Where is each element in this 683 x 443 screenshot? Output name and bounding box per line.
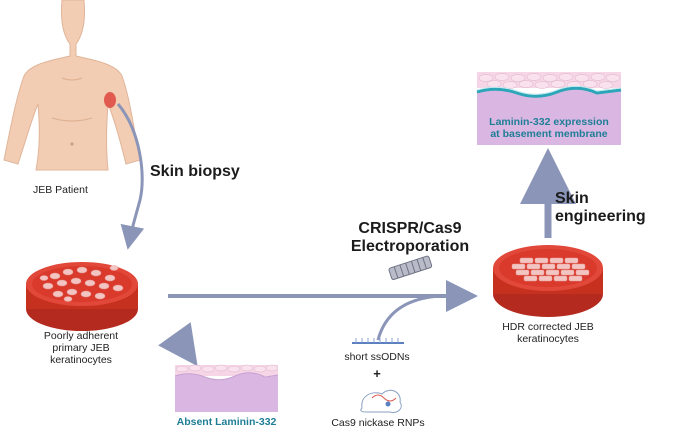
electroporation-cuvette-icon bbox=[388, 255, 433, 280]
petri-dish-left bbox=[26, 262, 138, 331]
rnp-label: Cas9 nickase RNPs bbox=[331, 417, 425, 429]
absent-laminin-label: Absent Laminin-332 bbox=[176, 416, 277, 428]
plus-sign: + bbox=[373, 366, 381, 381]
engineering-label: Skin engineering bbox=[555, 190, 646, 226]
left-dish-label: Poorly adherent primary JEB keratinocyte… bbox=[22, 330, 140, 366]
cas9-rnp-icon bbox=[360, 389, 402, 413]
ssodn-merge-arrow bbox=[376, 294, 441, 341]
crispr-label-line2: Electroporation bbox=[350, 238, 470, 256]
right-dish-label: HDR corrected JEB keratinocytes bbox=[488, 321, 608, 345]
laminin-label: Laminin-332 expression at basement membr… bbox=[477, 116, 621, 140]
arrow-to-absent-tissue bbox=[158, 322, 198, 367]
patient-figure bbox=[3, 0, 141, 171]
tissue-laminin-expression bbox=[476, 72, 622, 145]
biopsy-site-icon bbox=[104, 92, 116, 108]
crispr-label-line1: CRISPR/Cas9 bbox=[358, 220, 462, 237]
petri-dish-right bbox=[493, 245, 603, 317]
left-dish-label-line2: primary JEB bbox=[52, 342, 110, 355]
ssodn-label: short ssODNs bbox=[344, 351, 410, 363]
patient-label: JEB Patient bbox=[33, 184, 88, 196]
tissue-absent-laminin bbox=[174, 364, 279, 412]
laminin-label-line2: at basement membrane bbox=[490, 128, 608, 141]
laminin-label-line1: Laminin-332 expression bbox=[489, 116, 609, 128]
right-dish-label-line1: HDR corrected JEB bbox=[502, 321, 594, 333]
left-dish-label-line3: keratinocytes bbox=[50, 354, 112, 367]
right-dish-label-line2: keratinocytes bbox=[517, 333, 579, 346]
biopsy-arrow bbox=[116, 103, 145, 250]
crispr-label: CRISPR/Cas9 Electroporation bbox=[330, 220, 490, 257]
ssodn-icon bbox=[352, 338, 404, 344]
biopsy-label: Skin biopsy bbox=[150, 163, 240, 180]
left-dish-label-line1: Poorly adherent bbox=[43, 330, 119, 342]
